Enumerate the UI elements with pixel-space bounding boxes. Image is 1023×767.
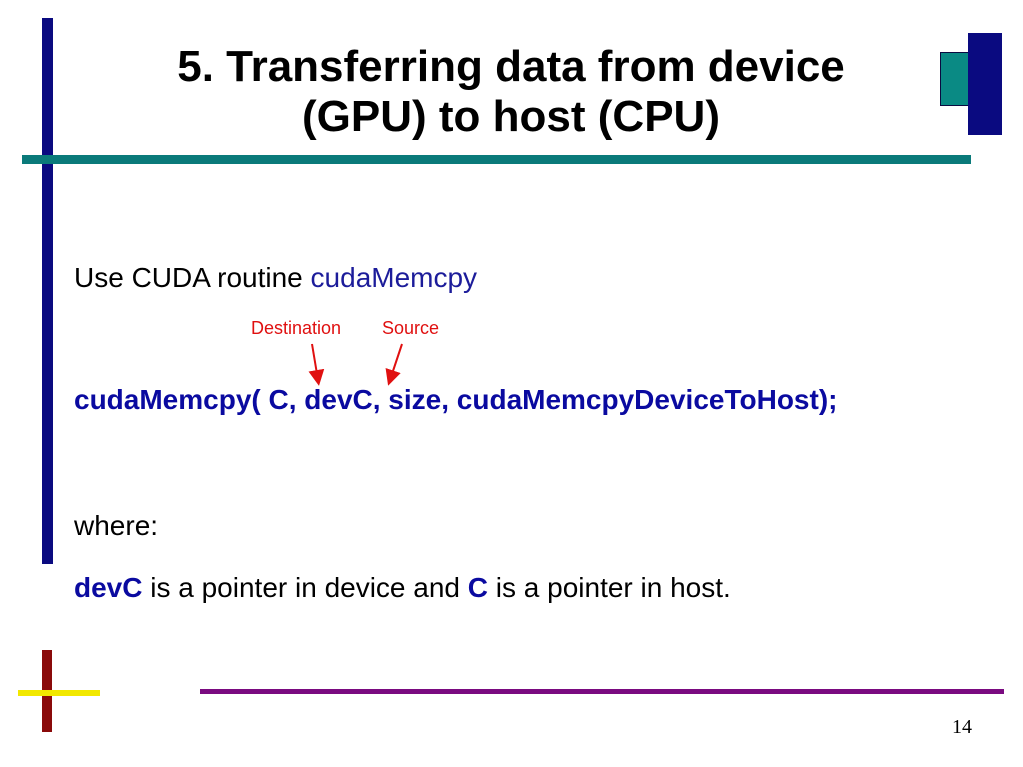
intro-text: Use CUDA routine bbox=[74, 262, 311, 293]
term-devc: devC bbox=[74, 572, 143, 603]
footer-decoration-yellow-bar bbox=[18, 690, 100, 696]
code-line: cudaMemcpy( C, devC, size, cudaMemcpyDev… bbox=[74, 384, 838, 415]
where-label: where: bbox=[74, 510, 159, 541]
annotation-source: Source bbox=[382, 318, 440, 338]
slide-title: 5. Transferring data from device (GPU) t… bbox=[100, 42, 922, 142]
explanation-line: devC is a pointer in device and C is a p… bbox=[74, 572, 731, 604]
explanation-text-2: is a pointer in host. bbox=[488, 572, 731, 603]
corner-decoration-navy-bar bbox=[968, 33, 1002, 135]
explanation-text-1: is a pointer in device and bbox=[142, 572, 468, 603]
title-line-1: 5. Transferring data from device bbox=[177, 42, 845, 91]
footer-rule bbox=[200, 689, 1004, 694]
intro-keyword: cudaMemcpy bbox=[310, 262, 478, 293]
annotation-destination: Destination bbox=[251, 318, 342, 338]
left-vertical-bar bbox=[42, 18, 53, 564]
term-c: C bbox=[467, 572, 489, 603]
destination-arrow bbox=[308, 343, 325, 386]
intro-line: Use CUDA routine cudaMemcpy bbox=[74, 262, 477, 294]
title-underline-rule bbox=[22, 155, 971, 164]
source-arrow bbox=[385, 343, 403, 386]
title-line-2: (GPU) to host (CPU) bbox=[302, 92, 720, 141]
page-number: 14 bbox=[952, 716, 972, 738]
